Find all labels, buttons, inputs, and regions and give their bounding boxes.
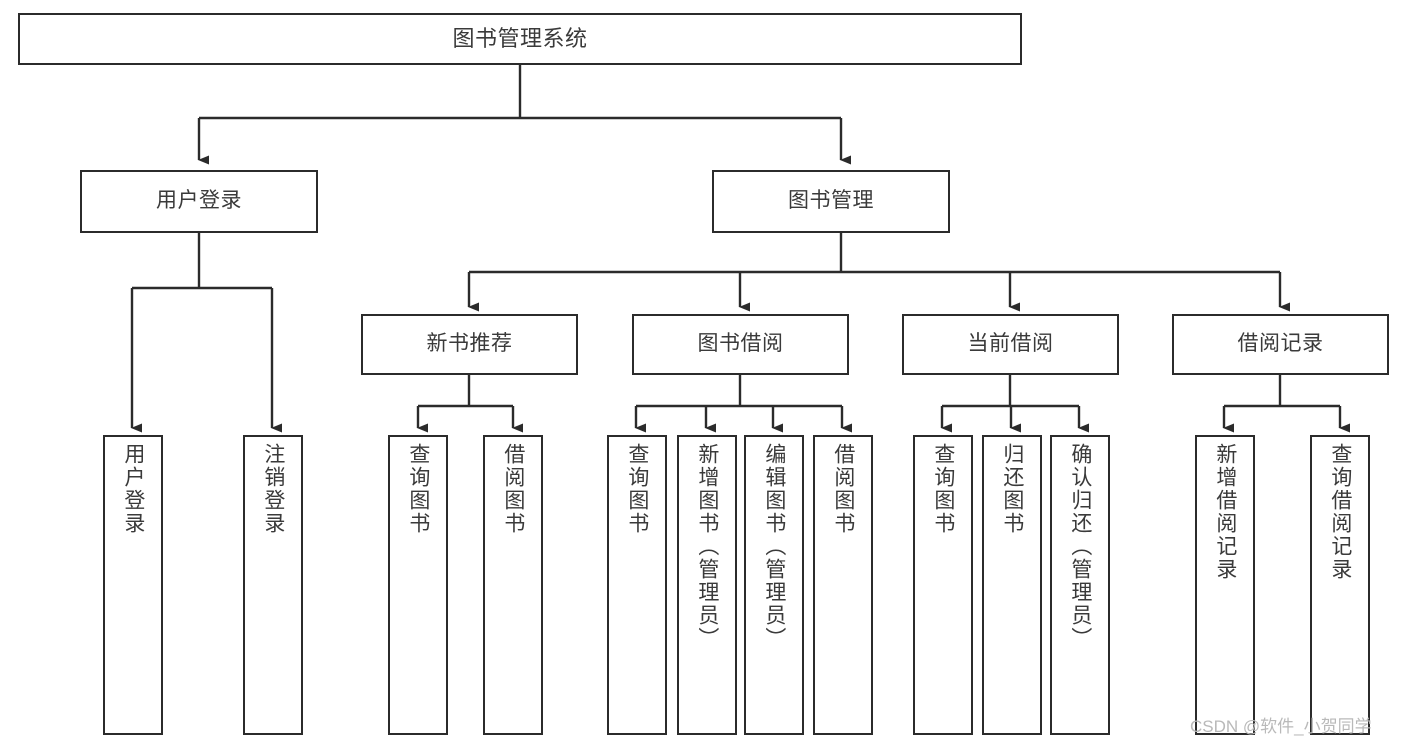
node-label: 借阅图书 <box>501 443 525 535</box>
node-label: 注销登录 <box>261 443 285 535</box>
leaf-borrow-edit-book-admin[interactable]: 编辑图书（管理员） <box>744 435 804 735</box>
node-label: 借阅记录 <box>1237 332 1324 356</box>
node-label: 新书推荐 <box>426 332 513 356</box>
node-label: 用户登录 <box>156 189 242 213</box>
leaf-borrow-query-book[interactable]: 查询图书 <box>607 435 667 735</box>
leaf-record-add-record[interactable]: 新增借阅记录 <box>1195 435 1255 735</box>
leaf-current-query-book[interactable]: 查询图书 <box>913 435 973 735</box>
leaf-user-login-logout[interactable]: 注销登录 <box>243 435 303 735</box>
node-label: 查询图书 <box>406 443 430 535</box>
leaf-record-query-record[interactable]: 查询借阅记录 <box>1310 435 1370 735</box>
node-label: 查询借阅记录 <box>1328 443 1352 581</box>
node-label: 用户登录 <box>121 443 145 535</box>
node-label: 确认归还（管理员） <box>1068 443 1092 650</box>
node-label: 当前借阅 <box>967 332 1054 356</box>
node-current-borrow[interactable]: 当前借阅 <box>902 314 1119 375</box>
leaf-user-login-login[interactable]: 用户登录 <box>103 435 163 735</box>
node-label: 查询图书 <box>625 443 649 535</box>
node-label: 新增借阅记录 <box>1213 443 1237 581</box>
node-label: 借阅图书 <box>831 443 855 535</box>
leaf-borrow-add-book-admin[interactable]: 新增图书（管理员） <box>677 435 737 735</box>
leaf-current-confirm-return-admin[interactable]: 确认归还（管理员） <box>1050 435 1110 735</box>
node-label: 查询图书 <box>931 443 955 535</box>
node-borrow-record[interactable]: 借阅记录 <box>1172 314 1389 375</box>
node-root-system[interactable]: 图书管理系统 <box>18 13 1022 65</box>
node-label: 图书借阅 <box>697 332 784 356</box>
node-book-borrow[interactable]: 图书借阅 <box>632 314 849 375</box>
leaf-current-return-book[interactable]: 归还图书 <box>982 435 1042 735</box>
node-label: 归还图书 <box>1000 443 1024 535</box>
leaf-borrow-borrow-book[interactable]: 借阅图书 <box>813 435 873 735</box>
node-label: 编辑图书（管理员） <box>762 443 786 650</box>
node-book-management[interactable]: 图书管理 <box>712 170 950 233</box>
leaf-recommend-borrow-book[interactable]: 借阅图书 <box>483 435 543 735</box>
node-label: 图书管理系统 <box>452 26 588 52</box>
node-label: 图书管理 <box>788 189 874 213</box>
node-label: 新增图书（管理员） <box>695 443 719 650</box>
node-user-login[interactable]: 用户登录 <box>80 170 318 233</box>
node-new-book-recommend[interactable]: 新书推荐 <box>361 314 578 375</box>
leaf-recommend-query-book[interactable]: 查询图书 <box>388 435 448 735</box>
